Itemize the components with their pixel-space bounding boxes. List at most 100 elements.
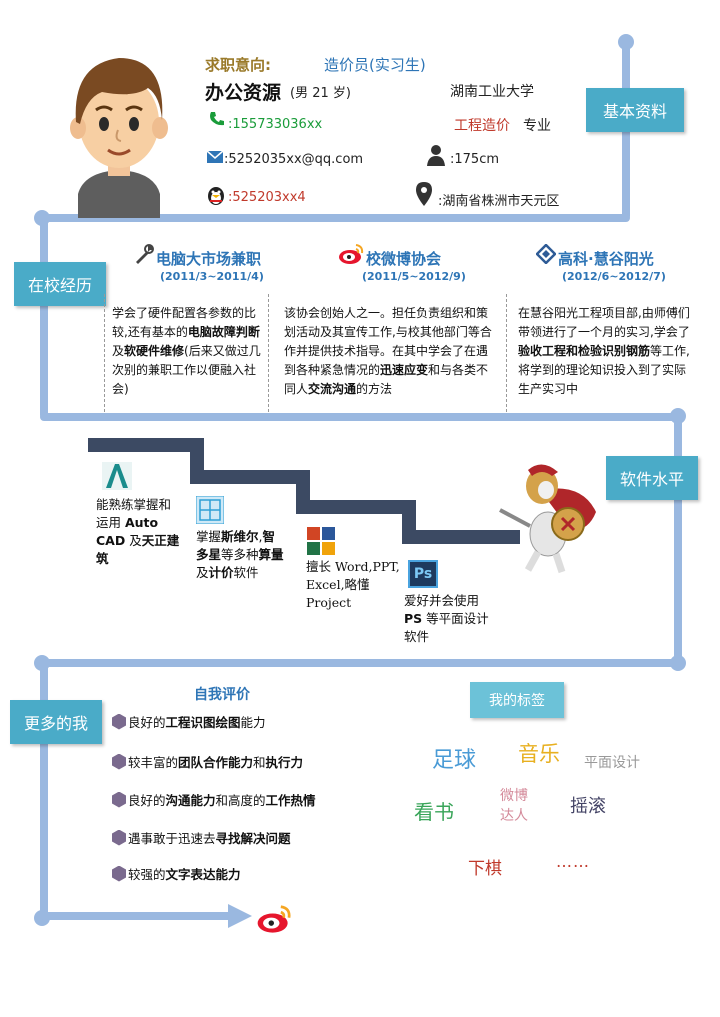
self-eval-text: 较强的文字表达能力	[128, 864, 241, 883]
tag-word: 微博 达人	[500, 788, 528, 824]
emphasis-text: 工作热情	[265, 793, 316, 808]
plain-text: 及	[125, 533, 142, 548]
qq-number: :525203xx4	[228, 190, 306, 205]
location-pin-icon	[416, 182, 432, 206]
arrow-icon	[228, 904, 252, 928]
plain-text: 较丰富的	[128, 755, 179, 770]
emphasis-text: Auto CAD	[96, 515, 159, 548]
self-eval-title: 自我评价	[194, 687, 250, 703]
exp-date: (2011/5~2012/9)	[362, 270, 466, 283]
emphasis-text: PS	[404, 611, 423, 626]
timeline-pipe	[40, 912, 238, 920]
emphasis-text: 电脑故障判断	[187, 325, 260, 339]
wrench-icon	[136, 244, 154, 264]
weibo-icon	[257, 905, 291, 933]
divider	[268, 294, 269, 412]
plain-text: 及	[112, 344, 125, 358]
school-name: 湖南工业大学	[450, 84, 534, 100]
section-campus-experience: 在校经历	[14, 262, 106, 306]
hexagon-bullet-icon	[112, 829, 126, 846]
tag-word: ……	[556, 852, 590, 871]
emphasis-text: 计价	[208, 565, 234, 580]
emphasis-text: 验收工程和检验识别钢筋	[518, 344, 651, 358]
staircase-step	[88, 438, 192, 452]
tag-word: 看书	[414, 800, 454, 824]
divider	[104, 294, 105, 412]
skill-text: 掌握斯维尔,智多星等多种算量及计价软件	[196, 528, 284, 582]
plain-text: 和	[253, 755, 266, 770]
timeline-pipe	[674, 413, 682, 665]
emphasis-text: 天正建筑	[96, 533, 180, 566]
my-tags-title: 我的标签	[489, 693, 545, 709]
emphasis-text: 斯维尔	[221, 529, 259, 544]
self-eval-item: 较丰富的团队合作能力和执行力	[112, 752, 303, 771]
major-suffix: 专业	[523, 118, 551, 134]
email-address: :5252035xx@qq.com	[224, 152, 364, 167]
warrior-illustration	[499, 464, 596, 574]
plain-text: 爱好并会使用	[404, 593, 480, 608]
plain-text: 较强的	[128, 867, 166, 882]
emphasis-text: 软硬件维修	[124, 344, 185, 358]
exp-description: 该协会创始人之一。担任负责组织和策划活动及其宣传工作,与校其他部门等合作并提供技…	[284, 304, 496, 399]
tag-word: 下棋	[468, 859, 502, 879]
tag-word: 音乐	[518, 742, 560, 766]
self-eval-text: 良好的沟通能力和高度的工作热情	[128, 790, 316, 809]
self-eval-text: 良好的工程识图绘图能力	[128, 712, 266, 731]
plain-text: 能力	[240, 715, 266, 730]
plain-text: ,	[258, 529, 263, 544]
plain-text: 该协会创始人之一。担任负责组织和策划活动及其宣传工作,与校其他部门等合作并提供技…	[284, 306, 492, 377]
skill-text: 能熟练掌握和运用 Auto CAD 及天正建筑	[96, 496, 182, 568]
plain-text: 掌握	[196, 529, 222, 544]
skill-text: 爱好并会使用 PS 等平面设计软件	[404, 592, 500, 646]
address: :湖南省株洲市天元区	[438, 194, 560, 209]
self-eval-text: 遇事敢于迅速去寻找解决问题	[128, 828, 291, 847]
plain-text: 良好的	[128, 793, 166, 808]
autocad-icon	[102, 462, 132, 490]
hexagon-bullet-icon	[112, 753, 126, 770]
photoshop-icon-text: Ps	[413, 566, 433, 582]
section-label: 更多的我	[23, 714, 88, 733]
timeline-pipe	[40, 214, 630, 222]
plain-text: 学会了硬件配置各参数的比较,还有基本的	[112, 306, 257, 339]
self-eval-item: 良好的工程识图绘图能力	[112, 712, 266, 731]
plain-text: 及	[196, 565, 209, 580]
office-icon	[307, 527, 335, 555]
emphasis-text: 团队合作能力	[178, 755, 254, 770]
plain-text: 遇事敢于迅速去	[128, 831, 216, 846]
exp-title: 校微博协会	[366, 250, 442, 268]
person-height-icon	[427, 145, 445, 166]
plain-text: 软件	[233, 565, 259, 580]
emphasis-text: 文字表达能力	[165, 867, 241, 882]
staircase-step	[402, 530, 520, 544]
hexagon-bullet-icon	[112, 865, 126, 882]
exp-title: 电脑大市场兼职	[156, 250, 262, 268]
hexagon-bullet-icon	[112, 713, 126, 730]
timeline-pipe	[40, 214, 48, 419]
self-eval-item: 较强的文字表达能力	[112, 864, 241, 883]
plain-text: 等工作,将学到的理论知识投入到了实际生产实习中	[518, 344, 690, 396]
emphasis-text: 执行力	[265, 755, 304, 770]
plain-text: 良好的	[128, 715, 166, 730]
plain-text: 擅长 Word,PPT, Excel,略懂 Project	[306, 559, 400, 610]
exp-date: (2011/3~2011/4)	[160, 270, 264, 283]
plain-text: 等平面设计软件	[404, 611, 489, 644]
section-label: 基本资料	[602, 102, 667, 121]
avatar	[70, 58, 168, 218]
tag-word: 平面设计	[584, 755, 640, 771]
section-more-about-me: 更多的我	[10, 700, 102, 744]
job-intent-value: 造价员(实习生)	[324, 56, 426, 74]
timeline-node	[618, 34, 634, 50]
emphasis-text: 智多星	[196, 529, 276, 562]
section-basic-info: 基本资料	[586, 88, 684, 132]
plain-text: (后来又做过几次别的兼职工作以便融入社会)	[112, 344, 261, 396]
tag-word: 足球	[432, 748, 477, 773]
plain-text: 和高度的	[215, 793, 266, 808]
gender-age: (男 21 岁)	[290, 86, 351, 101]
job-intent-label: 求职意向:	[205, 56, 271, 74]
section-label: 在校经历	[27, 276, 92, 295]
plain-text: 的方法	[356, 382, 393, 396]
height-value: :175cm	[450, 152, 500, 167]
plain-text: 在慧谷阳光工程项目部,由师傅们带领进行了一个月的实习,学会了	[518, 306, 690, 339]
estimator-software-icon	[196, 496, 224, 524]
tag-word: 摇滚	[570, 796, 606, 817]
